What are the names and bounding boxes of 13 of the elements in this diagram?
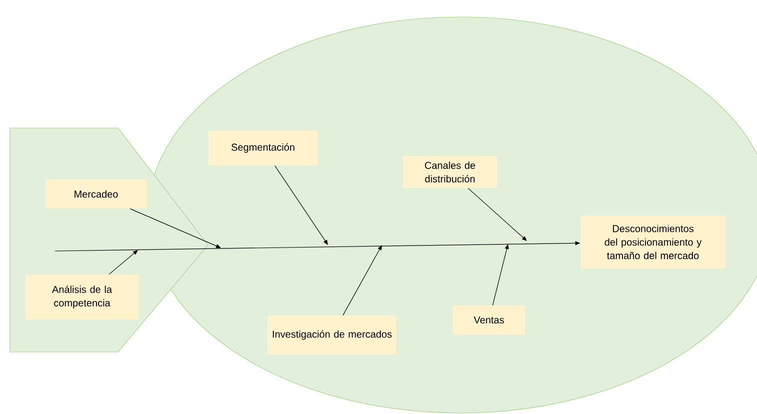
- arrow: [130, 208, 221, 248]
- cause-box: Investigación de mercados: [268, 316, 396, 354]
- arrow: [468, 188, 527, 241]
- cause-box: Canales de distribución: [403, 156, 497, 188]
- arrow: [492, 244, 509, 306]
- cause-box: Mercadeo: [46, 180, 146, 208]
- cause-box: Análisis de la competencia: [26, 274, 138, 320]
- arrow: [108, 250, 138, 275]
- arrow: [342, 245, 382, 316]
- cause-box: Desconocimientos del posicionamiento y tamaño del mercado: [580, 216, 726, 268]
- arrow: [274, 165, 328, 245]
- cause-box: Ventas: [453, 306, 525, 334]
- cause-box: Segmentación: [208, 130, 318, 166]
